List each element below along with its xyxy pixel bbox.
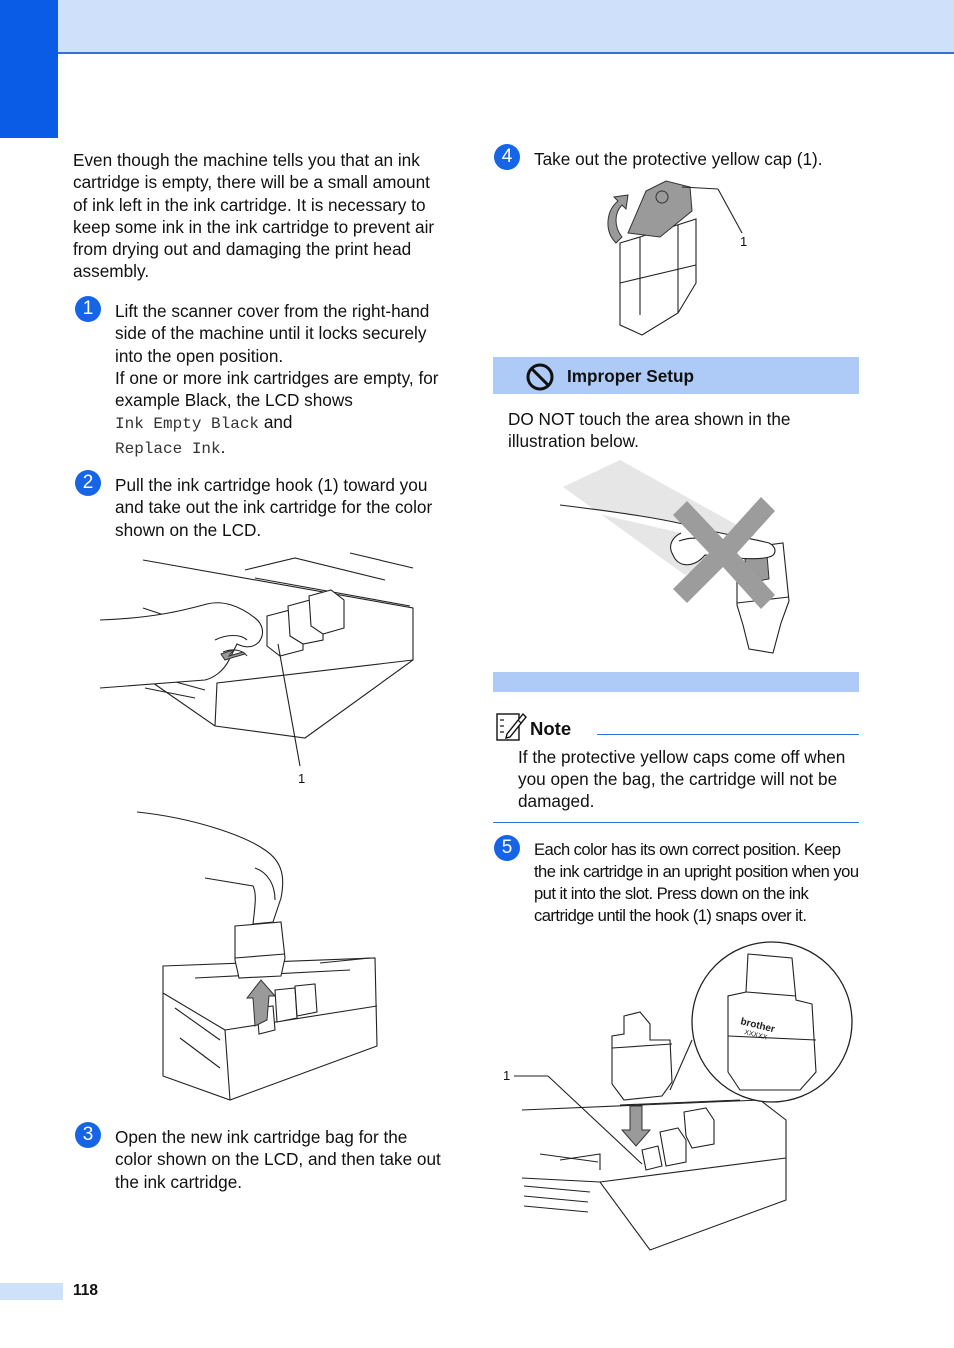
lcd-message-ink-empty: Ink Empty Black	[115, 415, 260, 434]
figure-remove-cap: 1	[607, 180, 747, 336]
warning-text: DO NOT touch the area shown in the illus…	[508, 409, 791, 452]
step-5-number: 5	[494, 835, 520, 861]
chapter-tab	[0, 0, 58, 138]
step-3-text: Open the new ink cartridge bag for the c…	[115, 1127, 441, 1192]
figure-insert-cartridge: brother XXXXX 1	[503, 941, 853, 1251]
note-text: If the protective yellow caps come off w…	[518, 747, 846, 811]
lcd-message-replace-ink: Replace Ink	[115, 439, 221, 458]
warning-footer	[493, 670, 859, 692]
note-rule	[597, 734, 859, 735]
callout-label: 1	[503, 1068, 510, 1083]
step-2-number: 2	[75, 470, 101, 496]
figure-pull-hook: 1	[99, 552, 414, 786]
page-number: 118	[73, 1282, 99, 1299]
step-1-number: 1	[75, 296, 101, 322]
callout-label: 1	[298, 771, 305, 786]
figure-remove-cartridge	[136, 811, 378, 1101]
page-number-bar	[0, 1283, 63, 1300]
step-1-joiner: and	[263, 412, 293, 433]
note-bottom-rule	[493, 822, 859, 823]
step-2-text: Pull the ink cartridge hook (1) toward y…	[115, 475, 433, 540]
header-band	[0, 0, 954, 54]
step-1-instruction: Lift the scanner cover from the right-ha…	[115, 301, 430, 366]
step-1-text: Lift the scanner cover from the right-ha…	[115, 300, 445, 460]
callout-label: 1	[740, 234, 747, 249]
step-4-text: Take out the protective yellow cap (1).	[534, 149, 823, 169]
step-4-number: 4	[494, 144, 520, 170]
note-title: Note	[530, 718, 572, 739]
step-1-end: .	[220, 436, 226, 457]
prohibited-icon	[526, 363, 554, 391]
warning-header	[493, 357, 859, 394]
step-5-text: Each color has its own correct position.…	[534, 840, 859, 926]
step-3-number: 3	[75, 1122, 101, 1148]
warning-title: Improper Setup	[567, 366, 695, 386]
intro-paragraph: Even though the machine tells you that a…	[73, 150, 435, 282]
step-1-lcd-intro: If one or more ink cartridges are empty,…	[115, 367, 439, 411]
figure-do-not-touch	[559, 460, 790, 654]
note-pencil-icon	[496, 712, 527, 741]
